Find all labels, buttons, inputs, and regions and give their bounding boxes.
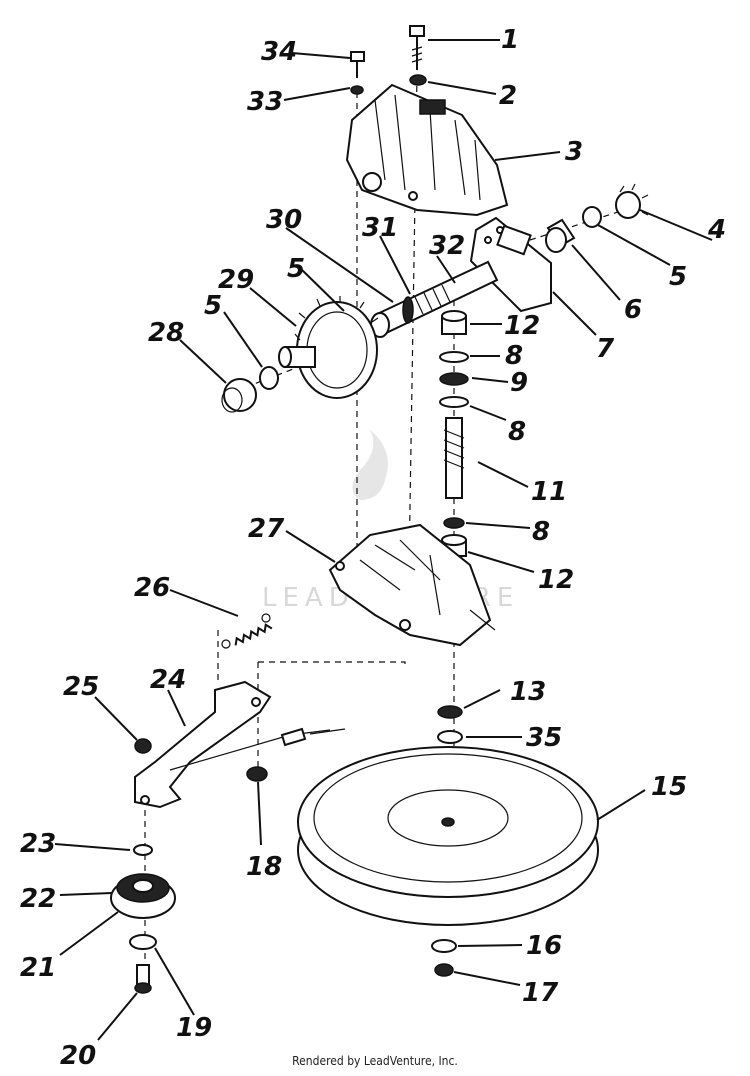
callout-31: 31	[362, 213, 398, 243]
callout-20: 20	[60, 1041, 96, 1071]
callout-23: 23	[20, 829, 56, 859]
idler-bracket	[134, 680, 346, 809]
callout-15: 15	[651, 772, 687, 802]
footer-credit: Rendered by LeadVenture, Inc.	[292, 1054, 458, 1068]
callout-9: 9	[510, 368, 528, 398]
callout-3: 3	[565, 137, 583, 167]
callout-16: 16	[526, 931, 562, 961]
callout-labels: 1 2 3 4 5 6 7 8 9 8 11 8 12 12 13 35 15 …	[20, 25, 726, 1071]
callout-12-lower: 12	[538, 565, 574, 595]
callout-24: 24	[150, 665, 186, 695]
upper-gear-case	[345, 83, 509, 217]
callout-28: 28	[148, 318, 184, 348]
callout-8-lower: 8	[532, 517, 550, 547]
callout-2: 2	[499, 81, 517, 111]
pulley-fasteners	[431, 939, 457, 977]
mounting-plate	[469, 216, 552, 313]
tension-spring	[221, 613, 273, 649]
callout-21: 21	[20, 953, 56, 983]
callout-34: 34	[261, 37, 297, 67]
callout-22: 22	[20, 884, 56, 914]
lower-washers	[437, 705, 463, 744]
callout-19: 19	[176, 1013, 212, 1043]
callout-13: 13	[510, 677, 546, 707]
callout-5-left: 5	[204, 291, 222, 321]
callout-25: 25	[63, 672, 99, 702]
callout-12-upper: 12	[504, 311, 540, 341]
callout-7: 7	[596, 334, 615, 364]
callout-5-right: 5	[669, 262, 687, 292]
callout-26: 26	[134, 573, 170, 603]
callout-18: 18	[246, 852, 282, 882]
lower-gear-case	[328, 523, 496, 647]
callout-27: 27	[248, 514, 285, 544]
callout-4: 4	[707, 215, 726, 245]
callout-8-middle: 8	[508, 417, 526, 447]
callout-5-middle: 5	[287, 254, 305, 284]
idler-pulley-stack	[110, 844, 176, 994]
callout-6: 6	[624, 295, 642, 325]
callout-29: 29	[218, 265, 254, 295]
vertical-shaft-stack	[439, 310, 469, 557]
callout-1: 1	[501, 25, 519, 55]
callout-8-upper: 8	[505, 341, 523, 371]
callout-leaders	[54, 39, 713, 1041]
callout-32: 32	[429, 231, 465, 261]
callout-33: 33	[247, 87, 283, 117]
callout-11: 11	[531, 477, 567, 507]
bolts-and-washers-top	[350, 25, 427, 95]
callout-30: 30	[266, 205, 302, 235]
left-bushing-and-washer	[221, 366, 279, 413]
callout-17: 17	[522, 978, 559, 1008]
drive-pulley	[297, 746, 599, 926]
right-bushing-washer-pinion	[545, 183, 649, 253]
callout-35: 35	[526, 723, 562, 753]
bevel-gear	[278, 296, 379, 399]
